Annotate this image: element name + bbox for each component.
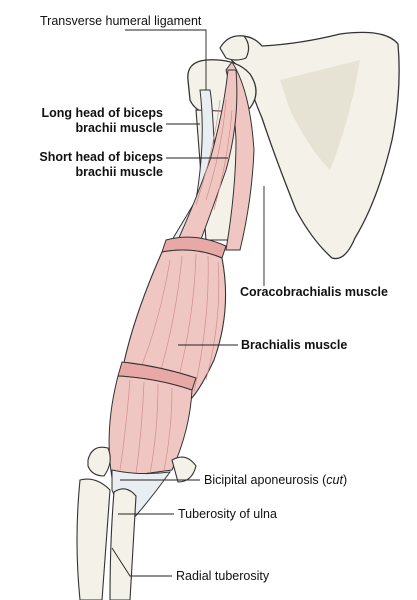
scapula-shading	[280, 60, 360, 170]
coracoid-process	[219, 35, 250, 61]
leader-lines	[111, 29, 265, 577]
label-coracobrachialis: Coracobrachialis muscle	[240, 285, 388, 299]
label-brachialis: Brachialis muscle	[241, 338, 348, 352]
short-head-fibers	[195, 99, 233, 211]
label-short-head-line1: Short head of biceps	[39, 150, 163, 164]
label-radial-tuberosity: Radial tuberosity	[176, 569, 270, 583]
label-bicipital-aponeurosis-text: Bicipital aponeurosis (	[204, 473, 327, 487]
label-tuberosity-of-ulna: Tuberosity of ulna	[178, 507, 277, 521]
label-bicipital-aponeurosis: Bicipital aponeurosis (cut)	[204, 473, 347, 488]
label-bicipital-aponeurosis-cut: cut	[326, 473, 343, 487]
lateral-epicondyle	[171, 456, 197, 483]
label-bicipital-aponeurosis-close: )	[342, 473, 348, 487]
medial-epicondyle	[87, 446, 111, 477]
radius-bone	[109, 488, 137, 600]
leader-transverse-humeral	[125, 29, 207, 90]
ulna-bone	[76, 478, 111, 600]
lower-brachialis-fibers	[119, 379, 173, 475]
label-long-head-line2: brachii muscle	[75, 121, 163, 135]
label-long-head-line1: Long head of biceps	[41, 106, 163, 120]
leader-radial-tuberosity	[111, 547, 172, 577]
lower-brachialis	[108, 375, 193, 479]
label-short-head-line2: brachii muscle	[75, 165, 163, 179]
label-transverse-humeral-ligament: Transverse humeral ligament	[40, 14, 202, 28]
brachialis-fibers	[139, 253, 220, 393]
